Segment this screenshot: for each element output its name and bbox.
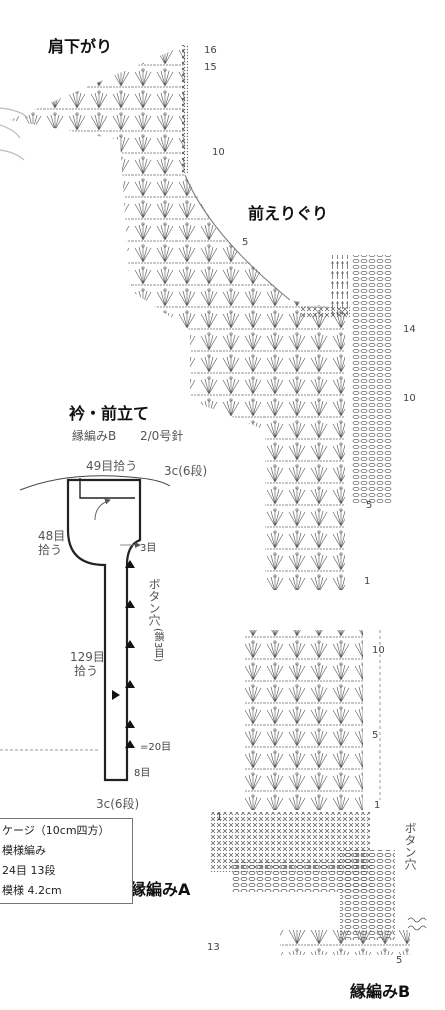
edge-b-label: 縁編みB — [350, 982, 411, 1001]
mark-20: =20目 — [140, 742, 172, 753]
row-marker-5b: 5 — [366, 500, 373, 511]
button-band-chart — [407, 917, 427, 931]
row-marker-14: 14 — [403, 324, 416, 335]
row-marker-16: 16 — [204, 45, 217, 56]
top-pick-label: 49目拾う — [86, 459, 138, 473]
side-pick-label-1: 129目 — [70, 650, 105, 664]
collar-subtitle: 縁編みB — [72, 429, 117, 443]
gauge-line-3: 模様 4.2cm — [2, 884, 62, 897]
needle-size: 2/0号針 — [140, 429, 184, 443]
row-marker-5d: 5 — [396, 955, 403, 966]
row-marker-5c: 5 — [372, 730, 379, 741]
gauge-line-2: 24目 13段 — [2, 864, 56, 877]
shoulder-label: 肩下がり — [48, 37, 113, 56]
row-marker-10b: 10 — [403, 393, 416, 404]
gauge-box: ケージ（10cm四方） 模様編み 24目 13段 模様 4.2cm — [0, 818, 133, 904]
mark-3: 3目 — [140, 543, 157, 554]
front-neck-label: 前えりぐり — [248, 204, 329, 223]
side-pick-label-2: 拾う — [74, 664, 99, 678]
gauge-line-1: 模様編み — [2, 844, 46, 857]
button-hole-note: (鎖3目) — [152, 628, 163, 663]
left-pick-label-2: 拾う — [38, 543, 63, 557]
lower-body-chart — [210, 630, 410, 955]
collar-schematic — [0, 475, 171, 782]
button-markers — [112, 560, 135, 748]
row-marker-5a: 5 — [242, 237, 249, 248]
top-right-label: 3c(6段) — [164, 464, 208, 478]
upper-body-chart — [10, 45, 392, 590]
row-marker-10c: 10 — [372, 645, 385, 656]
button-hole-label: ボタン穴 — [147, 578, 161, 626]
left-pick-label-1: 48目 — [38, 529, 66, 543]
left-fragment — [0, 107, 29, 161]
row-marker-1c: 1 — [216, 812, 223, 823]
row-marker-10a: 10 — [212, 147, 225, 158]
mark-8: 8目 — [134, 768, 151, 779]
row-marker-15: 15 — [204, 62, 217, 73]
gauge-title: ケージ（10cm四方） — [2, 824, 110, 837]
edge-a-label: 縁編みA — [130, 880, 191, 899]
collar-title: 衿・前立て — [69, 404, 150, 423]
row-marker-13: 13 — [207, 942, 220, 953]
row-marker-1b: 1 — [374, 800, 381, 811]
bottom-label: 3c(6段) — [96, 797, 140, 811]
button-hole-chart-label: ボタン穴 — [403, 822, 417, 870]
row-marker-1a: 1 — [364, 576, 371, 587]
